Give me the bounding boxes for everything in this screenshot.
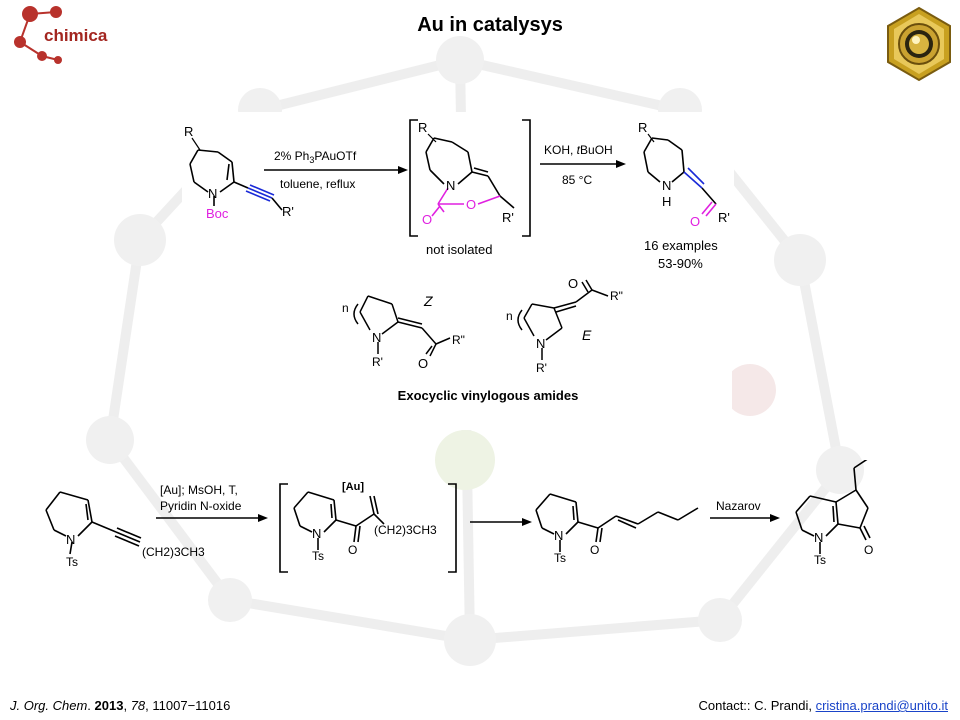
e-isomer-structure — [517, 279, 609, 360]
logo-text: chimica — [44, 26, 108, 45]
b-p2-o: O — [864, 543, 873, 557]
int-r-label: R — [418, 120, 427, 135]
cond1-line2: toluene, reflux — [280, 177, 355, 191]
starting-material-ring — [189, 149, 249, 206]
vinylogous-caption: Exocyclic vinylogous amides — [398, 388, 579, 403]
b-int-chain: (CH2)3CH3 — [374, 523, 437, 537]
b-p1-ts: Ts — [554, 551, 566, 565]
z-o-label: O — [418, 356, 428, 371]
b-sm-n: N — [66, 532, 75, 547]
journal-dot: . — [87, 698, 95, 713]
sm-boc-label: Boc — [206, 206, 229, 221]
b-p2-n: N — [814, 530, 823, 545]
prod-yield-label: 53-90% — [658, 256, 703, 271]
contact-email-link[interactable]: cristina.prandi@unito.it — [815, 698, 948, 713]
page-title: Au in catalysys — [417, 14, 563, 36]
sm-n-label: N — [208, 186, 217, 201]
journal-name: J. Org. Chem — [10, 698, 88, 713]
int-o2-label: O — [466, 197, 476, 212]
e-n-sub: n — [506, 309, 513, 323]
bottom-brackets — [279, 483, 457, 573]
e-label: E — [582, 327, 592, 343]
citation-year: 2013 — [94, 698, 124, 713]
gold-badge-icon — [887, 6, 951, 82]
z-isomer-structure — [353, 295, 451, 357]
sm-r-label: R — [184, 124, 193, 139]
not-isolated-label: not isolated — [426, 242, 493, 257]
b-p2-ts: Ts — [814, 553, 826, 567]
b-int-o: O — [348, 543, 357, 557]
bottom-intermediate-structure — [293, 491, 385, 550]
b-cond-line2: Pyridin N-oxide — [160, 499, 242, 513]
chimica-logo — [14, 6, 62, 64]
e-r1-label: R' — [536, 361, 547, 375]
prod-n-label: N — [662, 178, 671, 193]
b-int-n: N — [312, 526, 321, 541]
nazarov-scheme: N Ts (CH2)3CH3 [Au]; MsOH, T, Pyridin N-… — [45, 460, 873, 573]
b-sm-ts: Ts — [66, 555, 78, 569]
b-int-au: [Au] — [342, 481, 364, 493]
citation-volume: 78 — [130, 698, 146, 713]
b-sm-chain: (CH2)3CH3 — [142, 545, 205, 559]
prod-o-label: O — [690, 214, 700, 229]
cond2-line2: 85 °C — [562, 173, 592, 187]
int-o1-label: O — [422, 212, 432, 227]
sm-rprime-label: R' — [282, 204, 294, 219]
int-n-label: N — [446, 178, 455, 193]
bottom-product2-structure — [795, 460, 871, 554]
z-r2-label: R" — [452, 333, 465, 347]
ketone-bond — [701, 201, 717, 217]
bottom-product1-structure — [535, 493, 699, 552]
b-p1-n: N — [554, 528, 563, 543]
citation: J. Org. Chem. 2013, 78, 11007−11016 — [10, 698, 230, 713]
vinylogous-amides-scheme: n Z N R' O R" n E N R' O R" Exocyclic vi… — [232, 274, 732, 430]
int-rprime-label: R' — [502, 210, 514, 225]
contact-label: Contact:: C. Prandi, — [698, 698, 816, 713]
b-nazarov: Nazarov — [716, 499, 761, 513]
prod-h-label: H — [662, 194, 671, 209]
intermediate-rings — [425, 137, 515, 209]
e-r2-label: R" — [610, 289, 623, 303]
z-r1-label: R' — [372, 355, 383, 369]
alkyne-bond — [245, 184, 275, 202]
prod-examples-label: 16 examples — [644, 238, 718, 253]
product-ring — [643, 137, 685, 183]
cond2-line1: KOH, tBuOH — [544, 143, 613, 157]
citation-sep: , — [123, 698, 131, 713]
e-o-label: O — [568, 276, 578, 291]
gold-catalysis-scheme: R N Boc R' 2% Ph3PAuOTf toluene, reflux … — [182, 112, 734, 274]
intermediate-brackets — [409, 119, 531, 237]
prod-r-label: R — [638, 120, 647, 135]
prod-rprime-label: R' — [718, 210, 730, 225]
z-n-sub: n — [342, 301, 349, 315]
b-p1-o: O — [590, 543, 599, 557]
contact: Contact:: C. Prandi, cristina.prandi@uni… — [699, 698, 949, 713]
b-cond-line1: [Au]; MsOH, T, — [160, 483, 238, 497]
exocyclic-double-bond — [683, 167, 705, 189]
b-int-ts: Ts — [312, 549, 324, 563]
citation-pages: , 11007−11016 — [145, 698, 231, 713]
z-n-label: N — [372, 330, 381, 345]
carbamate-bonds — [431, 187, 501, 217]
cond1-line1: 2% Ph3PAuOTf — [274, 149, 357, 165]
bottom-sm-structure — [45, 491, 142, 555]
z-label: Z — [423, 293, 433, 309]
e-n-label: N — [536, 336, 545, 351]
